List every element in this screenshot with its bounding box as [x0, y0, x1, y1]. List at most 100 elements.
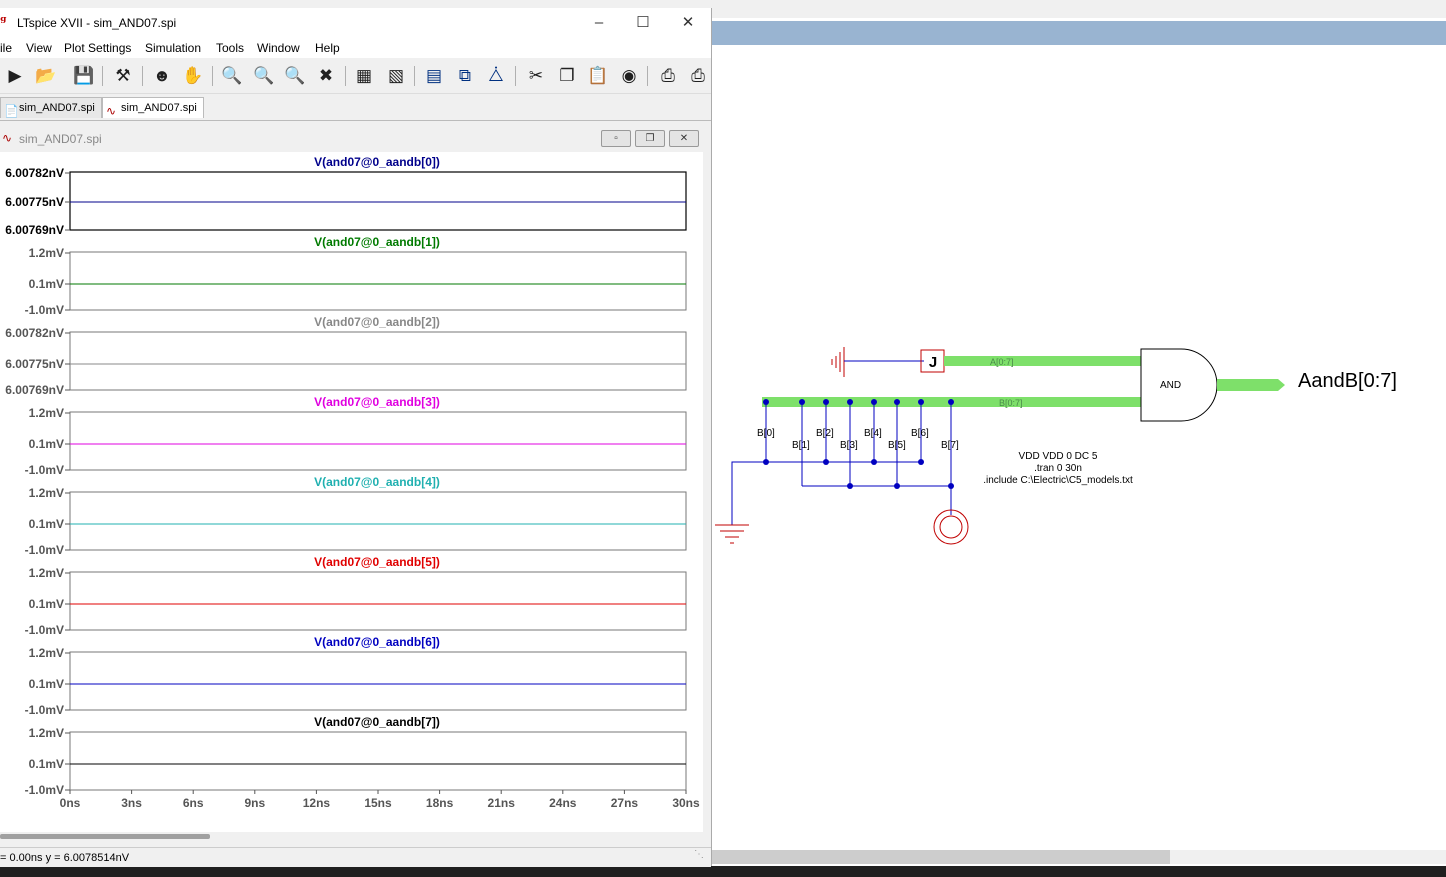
close-button[interactable]: ✕	[681, 14, 695, 31]
plot-scrollbar-thumb[interactable]	[0, 834, 210, 839]
y-tick-label: 6.00782nV	[5, 166, 64, 180]
menu-window[interactable]: Window	[257, 41, 300, 55]
trace-label-3[interactable]: V(and07@0_aandb[3])	[314, 395, 440, 409]
run-icon[interactable]: ▶	[8, 66, 22, 85]
pin-j-label: J	[929, 354, 937, 371]
y-tick-label: 0.1mV	[29, 757, 64, 771]
trace-label-0[interactable]: V(and07@0_aandb[0])	[314, 155, 440, 169]
y-tick-label: 0.1mV	[29, 677, 64, 691]
cascade-icon[interactable]: ⧉	[458, 66, 472, 85]
ltspice-titlebar[interactable]: ᵍ LTspice XVII - sim_AND07.spi – ☐ ✕	[0, 8, 711, 38]
plot-pane-3[interactable]	[69, 411, 687, 471]
menu-plot-settings[interactable]: Plot Settings	[64, 41, 132, 55]
zoom-in-icon[interactable]: 🔍	[221, 66, 243, 85]
paste-icon[interactable]: 📋	[587, 66, 609, 85]
x-tick-label: 12ns	[303, 796, 331, 810]
b-tap-wires	[731, 402, 952, 525]
run-man-icon[interactable]: ☻	[153, 66, 171, 85]
find-binoculars-icon[interactable]: ◉	[621, 66, 637, 85]
plot-pane-0[interactable]	[69, 171, 687, 231]
child-minimize-button[interactable]: ▫	[601, 130, 631, 147]
tile-horizontal-icon[interactable]: ▤	[425, 66, 443, 85]
pan-hand-icon[interactable]: ✋	[182, 66, 204, 85]
resize-grip-icon[interactable]: ⋱	[694, 849, 704, 860]
ltspice-app-icon: ᵍ	[0, 14, 7, 30]
print-setup-icon[interactable]: ⎙	[691, 66, 705, 85]
copy-icon[interactable]: ❐	[559, 66, 575, 85]
zoom-cancel-icon[interactable]: ✖	[318, 66, 334, 85]
menu-file[interactable]: ile	[0, 41, 13, 55]
x-tick-label: 18ns	[426, 796, 454, 810]
plot-pane-1[interactable]	[69, 251, 687, 311]
schematic-scrollbar-thumb[interactable]	[712, 850, 1170, 864]
netlist-icon: 📄	[4, 104, 19, 118]
waveform-plot-svg[interactable]: V(and07@0_aandb[0]) 6.00782nV 6.00775nV 6.0…	[0, 152, 703, 832]
trace-label-1[interactable]: V(and07@0_aandb[1])	[314, 235, 440, 249]
y-tick-label: 6.00775nV	[5, 195, 64, 209]
red-ground-symbol	[831, 347, 845, 377]
print-icon[interactable]: ⎙	[661, 66, 675, 85]
schematic-window-titlebar[interactable]	[712, 21, 1446, 45]
grid-icon[interactable]: ▧	[387, 66, 405, 85]
plot-pane-7[interactable]	[69, 731, 687, 791]
trace-label-4[interactable]: V(and07@0_aandb[4])	[314, 475, 440, 489]
zoom-full-icon[interactable]: 🔍	[253, 66, 275, 85]
tab-waveform[interactable]: ∿ sim_AND07.spi	[102, 97, 204, 118]
trace-label-7[interactable]: V(and07@0_aandb[7])	[314, 715, 440, 729]
y-tick-label: 1.2mV	[29, 406, 64, 420]
y-tick-label: 1.2mV	[29, 486, 64, 500]
hammer-icon[interactable]: ⚒	[115, 66, 131, 85]
tap-label-b4: B[4]	[864, 428, 882, 439]
cut-icon[interactable]: ✂	[528, 66, 544, 85]
trace-label-2[interactable]: V(and07@0_aandb[2])	[314, 315, 440, 329]
tap-label-b0: B[0]	[757, 428, 775, 439]
child-restore-button[interactable]: ❐	[635, 130, 665, 147]
x-tick-label: 6ns	[183, 796, 204, 810]
plot-area[interactable]: V(and07@0_aandb[0]) 6.00782nV 6.00775nV 6.0…	[0, 152, 703, 832]
tile-vertical-icon[interactable]: ⧊	[488, 66, 504, 85]
menu-view[interactable]: View	[26, 41, 52, 55]
vdd-source-outer[interactable]	[933, 509, 969, 545]
menu-tools[interactable]: Tools	[216, 41, 245, 55]
minimize-button[interactable]: –	[594, 14, 604, 31]
y-tick-label: 0.1mV	[29, 277, 64, 291]
bus-a[interactable]	[944, 356, 1141, 366]
menu-simulation[interactable]: Simulation	[145, 41, 202, 55]
and-gate[interactable]	[1140, 348, 1218, 422]
schematic-canvas[interactable]	[712, 45, 1446, 850]
tap-label-b2: B[2]	[816, 428, 834, 439]
waveform-child-icon: ∿	[2, 131, 13, 145]
maximize-button[interactable]: ☐	[636, 14, 650, 31]
open-folder-icon[interactable]: 📂	[35, 66, 57, 85]
y-tick-label: 1.2mV	[29, 726, 64, 740]
statusbar: = 0.00ns y = 6.0078514nV ⋱	[0, 847, 711, 867]
toolbar: ▶ 📂 💾 ⚒ ☻ ✋ 🔍 🔍 🔍 ✖ ▦ ▧ ▤ ⧉ ⧊ ✂ ❐ 📋 ◉ ⎙ …	[0, 59, 711, 94]
y-tick-label: 6.00769nV	[5, 223, 64, 237]
y-tick-label: 1.2mV	[29, 246, 64, 260]
x-tick-label: 3ns	[121, 796, 142, 810]
cursor-readout: = 0.00ns y = 6.0078514nV	[0, 852, 130, 864]
tab-netlist[interactable]: 📄 sim_AND07.spi	[0, 97, 102, 118]
plot-pane-6[interactable]	[69, 651, 687, 711]
child-titlebar[interactable]: ∿ sim_AND07.spi ▫ ❐ ✕	[0, 128, 708, 150]
plot-pane-2[interactable]	[69, 331, 687, 391]
zoom-out-icon[interactable]: 🔍	[284, 66, 306, 85]
y-tick-label: 6.00775nV	[5, 357, 64, 371]
plot-pane-5[interactable]	[69, 571, 687, 631]
child-close-button[interactable]: ✕	[669, 130, 699, 147]
x-tick-label: 21ns	[488, 796, 516, 810]
y-tick-label: -1.0mV	[25, 703, 64, 717]
trace-label-5[interactable]: V(and07@0_aandb[5])	[314, 555, 440, 569]
save-icon[interactable]: 💾	[73, 66, 95, 85]
autorange-icon[interactable]: ▦	[355, 66, 373, 85]
menu-help[interactable]: Help	[315, 41, 340, 55]
tap-label-b3: B[3]	[840, 440, 858, 451]
document-tabs: 📄 sim_AND07.spi ∿ sim_AND07.spi	[0, 94, 711, 121]
output-bus[interactable]	[1217, 379, 1285, 391]
trace-label-6[interactable]: V(and07@0_aandb[6])	[314, 635, 440, 649]
plot-pane-4[interactable]	[69, 491, 687, 551]
y-tick-label: 0.1mV	[29, 517, 64, 531]
y-tick-label: 6.00782nV	[5, 326, 64, 340]
tab-waveform-label: sim_AND07.spi	[121, 102, 197, 114]
output-label: AandB[0:7]	[1298, 370, 1397, 392]
